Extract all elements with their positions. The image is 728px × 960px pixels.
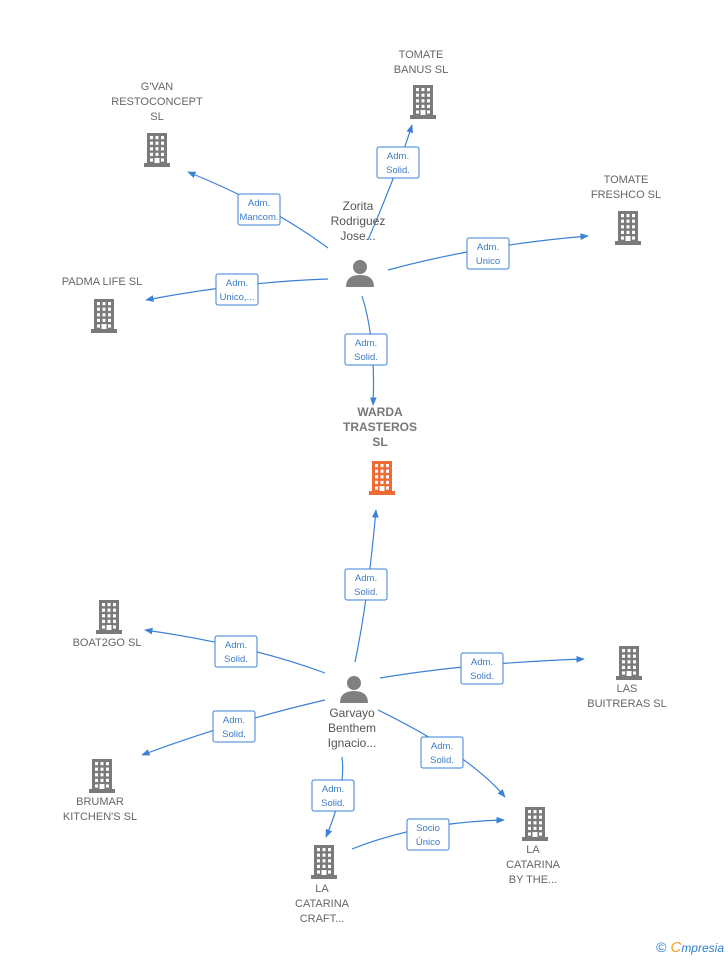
- edge-label-text: Adm.: [226, 278, 248, 289]
- node-las-buitreras[interactable]: LAS BUITRERAS SL: [587, 646, 667, 710]
- edge-label-text: Adm.: [387, 151, 409, 162]
- node-label: LA: [526, 844, 540, 856]
- node-label: LAS: [617, 683, 638, 695]
- edge-label-box[interactable]: Adm. Solid.: [344, 568, 388, 601]
- person-icon: [340, 676, 368, 703]
- edge-label-box[interactable]: Adm. Mancom.: [237, 193, 281, 226]
- node-label: BANUS SL: [394, 64, 448, 76]
- brand-initial: C: [670, 939, 682, 956]
- node-label: BUITRERAS SL: [587, 698, 666, 710]
- node-tomate-freshco[interactable]: TOMATE FRESHCO SL: [591, 174, 661, 245]
- node-tomate-banus[interactable]: TOMATE BANUS SL: [394, 49, 448, 119]
- node-label: SL: [372, 435, 387, 449]
- node-label: Ignacio...: [328, 736, 377, 750]
- node-gvan[interactable]: G'VAN RESTOCONCEPT SL: [111, 81, 203, 167]
- edge-label-text: Adm.: [223, 715, 245, 726]
- edge-label-text: Solid.: [224, 654, 248, 665]
- edge-label-text: Adm.: [248, 198, 270, 209]
- building-icon: [410, 85, 436, 119]
- edge-label-box[interactable]: Adm. Solid.: [212, 710, 256, 743]
- node-label: WARDA: [357, 405, 403, 419]
- edge-label-text: Solid.: [430, 755, 454, 766]
- node-label: TOMATE: [604, 174, 649, 186]
- node-label: Rodriguez: [331, 214, 386, 228]
- node-label: SL: [150, 111, 163, 123]
- edge-label-text: Adm.: [225, 640, 247, 651]
- building-icon: [89, 759, 115, 793]
- edge-label-text: Solid.: [470, 671, 494, 682]
- footer-brand: ©Cmpresia: [656, 939, 724, 956]
- edge-label-text: Solid.: [321, 798, 345, 809]
- person-icon: [346, 260, 374, 287]
- edge-label-box[interactable]: Adm. Solid.: [214, 635, 258, 668]
- node-catarina-craft[interactable]: LA CATARINA CRAFT...: [295, 845, 350, 925]
- node-label: BOAT2GO SL: [73, 637, 142, 649]
- node-label: CRAFT...: [300, 913, 345, 925]
- node-label: PADMA LIFE SL: [62, 276, 143, 288]
- building-icon: [96, 600, 122, 634]
- node-label: Benthem: [328, 721, 376, 735]
- node-label: RESTOCONCEPT: [111, 96, 203, 108]
- node-boat2go[interactable]: BOAT2GO SL: [73, 600, 142, 649]
- node-label: LA: [315, 883, 329, 895]
- edge-label-text: Unico,...: [220, 292, 255, 303]
- edge-label-box[interactable]: Adm. Solid.: [460, 652, 504, 685]
- edge-label-box[interactable]: Adm. Unico: [466, 237, 510, 270]
- edge-label-text: Solid.: [222, 729, 246, 740]
- edge-label-box[interactable]: Adm. Unico,...: [215, 273, 259, 306]
- node-label: CATARINA: [506, 859, 561, 871]
- edge-label-text: Adm.: [355, 338, 377, 349]
- copyright-symbol: ©: [656, 939, 667, 955]
- edge-label-text: Socio: [416, 823, 440, 834]
- node-label: TRASTEROS: [343, 420, 417, 434]
- node-label: FRESHCO SL: [591, 189, 661, 201]
- node-padma[interactable]: PADMA LIFE SL: [62, 276, 143, 333]
- node-catarina-by[interactable]: LA CATARINA BY THE...: [506, 807, 561, 886]
- edge-label-text: Adm.: [322, 784, 344, 795]
- edge-label-box[interactable]: Adm. Solid.: [420, 736, 464, 769]
- edge-label-text: Solid.: [354, 352, 378, 363]
- brand-name: mpresia: [681, 941, 724, 955]
- edge-label-box[interactable]: Adm. Solid.: [376, 146, 420, 179]
- edge-label-text: Adm.: [477, 242, 499, 253]
- node-label: Zorita: [343, 199, 374, 213]
- node-brumar[interactable]: BRUMAR KITCHEN'S SL: [63, 759, 137, 823]
- node-garvayo[interactable]: GarvayoBenthemIgnacio...: [328, 676, 377, 750]
- edge-label-box[interactable]: Adm. Solid.: [311, 779, 355, 812]
- node-label: BY THE...: [509, 874, 558, 886]
- edge-label-text: Solid.: [386, 165, 410, 176]
- node-label: TOMATE: [399, 49, 444, 61]
- edge-label-text: Único: [416, 837, 440, 848]
- building-icon: [369, 461, 395, 495]
- edge-label-text: Adm.: [355, 573, 377, 584]
- node-label: BRUMAR: [76, 796, 124, 808]
- edge-label-text: Unico: [476, 256, 500, 267]
- edge-label-text: Mancom.: [239, 212, 278, 223]
- node-label: KITCHEN'S SL: [63, 811, 137, 823]
- node-label: Jose...: [340, 229, 375, 243]
- edge-label-text: Adm.: [471, 657, 493, 668]
- building-icon: [311, 845, 337, 879]
- node-label: CATARINA: [295, 898, 350, 910]
- node-zorita[interactable]: ZoritaRodriguezJose...: [331, 199, 386, 287]
- building-icon: [522, 807, 548, 841]
- edge-label-text: Adm.: [431, 741, 453, 752]
- building-icon: [91, 299, 117, 333]
- edge-label-text: Solid.: [354, 587, 378, 598]
- edge-label-box[interactable]: Adm. Solid.: [344, 333, 388, 366]
- building-icon: [144, 133, 170, 167]
- building-icon: [615, 211, 641, 245]
- building-icon: [616, 646, 642, 680]
- node-label: G'VAN: [141, 81, 174, 93]
- node-label: Garvayo: [329, 706, 375, 720]
